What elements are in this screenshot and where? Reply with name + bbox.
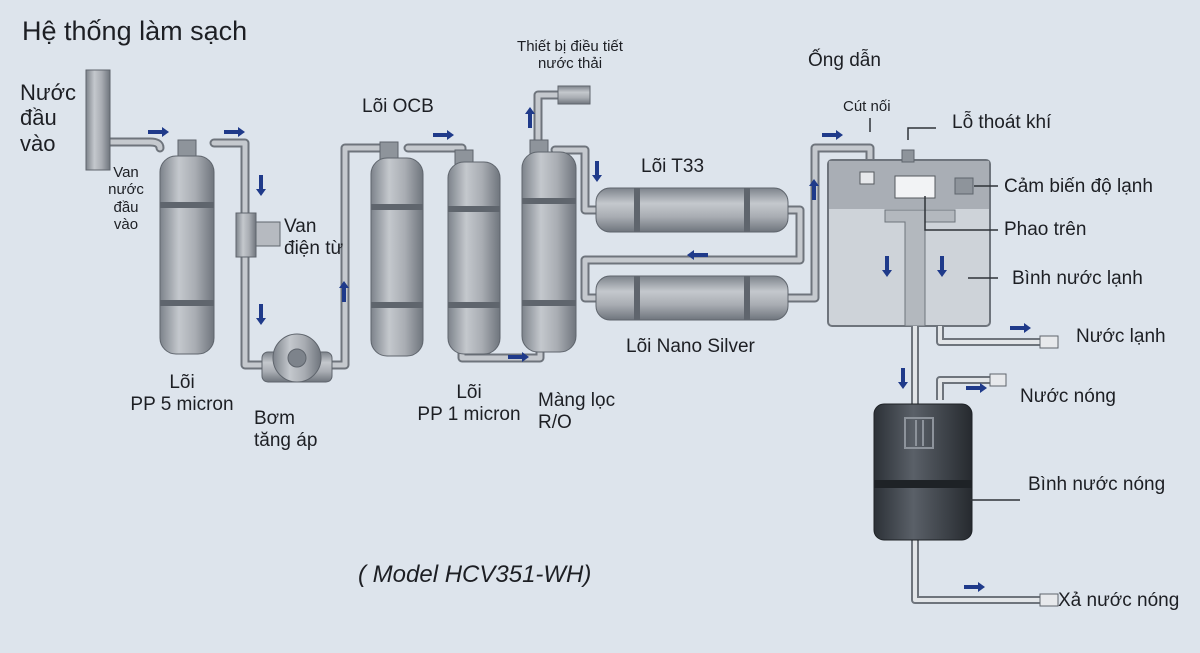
flow-arrow [898,368,908,389]
flow-arrow [822,130,843,140]
hot-drain-label: Xả nước nóng [1058,590,1180,611]
model-label: ( Model HCV351-WH) [358,561,592,588]
waste-regulator-label: Thiết bị điều tiết nước thải [517,38,623,73]
inlet-valve-label: Van nước đầu vào [108,164,144,233]
pipe-segment [209,138,250,220]
pp5-filter-housing [159,139,215,355]
nano-silver-filter [595,275,789,321]
pipe-label: Ống dẫn [808,50,881,71]
ocb-filter-housing [370,141,424,357]
hot-water-label: Nước nóng [1020,386,1116,407]
upper-float-label: Phao trên [1004,219,1087,240]
flow-arrow [148,127,169,137]
inlet-water-label: Nước đầu vào [20,80,77,156]
flow-arrow [687,250,708,260]
booster-pump-label: Bơm tăng áp [254,408,318,451]
flow-arrow [256,175,266,196]
pp5-label: Lõi PP 5 micron [130,372,234,415]
elbow-label: Cút nối [843,98,891,115]
flow-arrow [1010,323,1031,333]
diagram-title: Hệ thống làm sạch [22,16,248,46]
booster-pump [261,333,333,383]
cold-water-label: Nước lạnh [1076,326,1166,347]
drain-outlet-nozzle [1039,593,1059,607]
flow-arrow [809,179,819,200]
cold-outlet-nozzle [1039,335,1059,349]
flow-arrow [256,304,266,325]
solenoid-valve [235,212,281,258]
ro-membrane-label: Màng lọc R/O [538,390,616,433]
ocb-label: Lõi OCB [362,96,434,117]
cold-tank-label: Bình nước lạnh [1012,268,1143,289]
t33-filter [595,187,789,233]
t33-label: Lõi T33 [641,156,705,177]
cold-sensor-label: Cảm biến độ lạnh [1004,176,1153,197]
pp1-label: Lõi PP 1 micron [417,382,521,425]
flow-arrow [433,130,454,140]
flow-arrow [882,256,892,277]
flow-arrows [148,107,1031,592]
air-vent-label: Lỗ thoát khí [952,112,1052,133]
nano-silver-label: Lõi Nano Silver [626,336,755,357]
pointer-lines [869,118,1020,501]
flow-arrow [508,352,529,362]
hot-outlet-nozzle [989,373,1007,387]
flow-arrow [592,161,602,182]
flow-arrow [966,383,987,393]
pp1-filter-housing [447,149,501,355]
flow-arrow [937,256,947,277]
cold-water-tank [827,149,991,327]
flow-arrow [224,127,245,137]
ro-membrane-housing [521,139,577,353]
hot-tank-label: Bình nước nóng [1028,474,1166,495]
hot-water-tank [873,403,973,541]
flow-arrow [339,281,349,302]
flow-arrow [964,582,985,592]
solenoid-valve-label: Van điện từ [284,216,344,259]
waste-regulator-device [557,85,591,105]
inlet-pipe [85,69,111,171]
flow-arrow [525,107,535,128]
